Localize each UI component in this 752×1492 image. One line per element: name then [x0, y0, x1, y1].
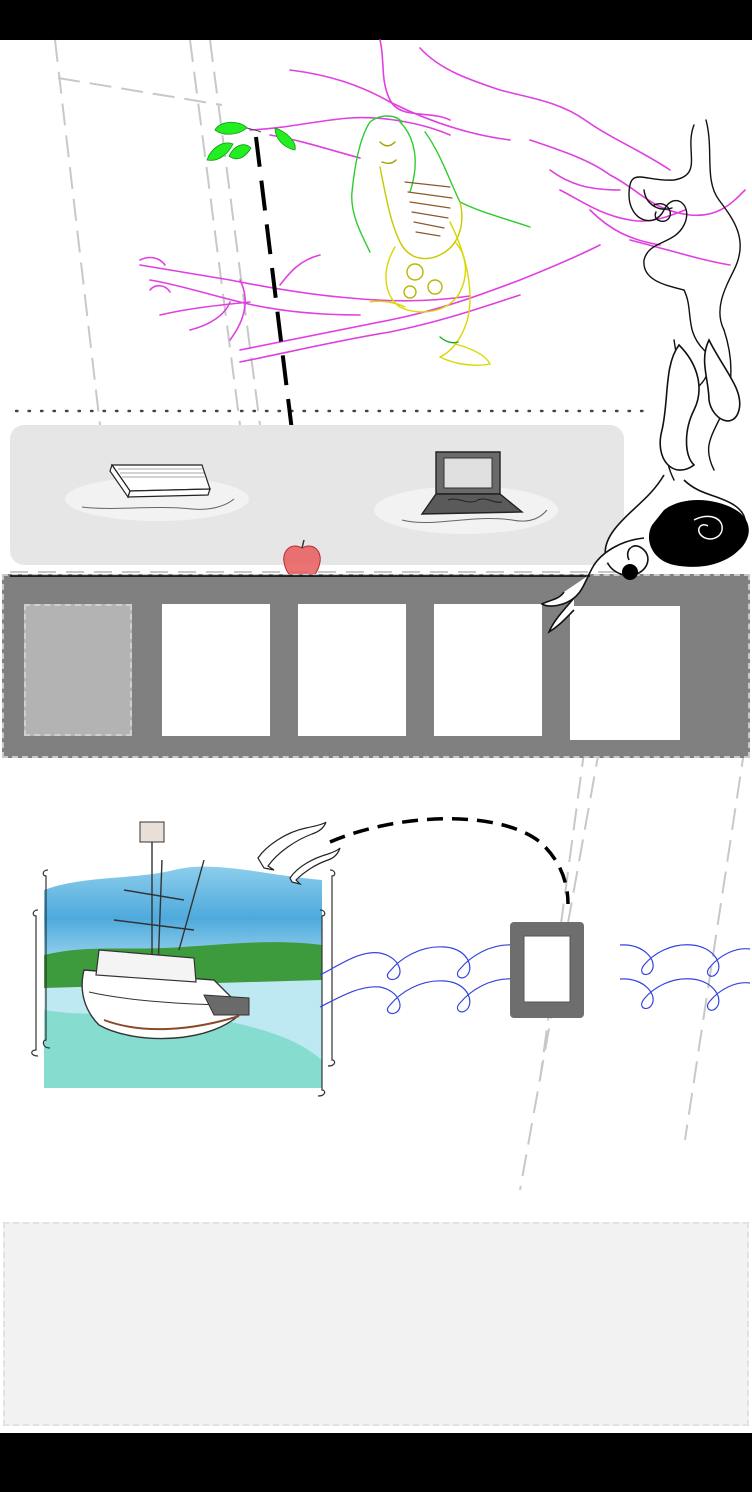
gallery-strip	[2, 574, 750, 758]
waves-illustration	[319, 944, 751, 1015]
gallery-thumbnail-4[interactable]	[434, 604, 542, 736]
gallery-thumbnail-1[interactable]	[24, 604, 132, 736]
gallery-thumbnail-3[interactable]	[298, 604, 406, 736]
tablet-icon[interactable]	[508, 920, 586, 1020]
desk-edge-line	[10, 575, 590, 577]
fishing-boat-painting[interactable]	[44, 820, 322, 1088]
swirl-vine-illustration	[540, 119, 749, 634]
dolphin-jump-arc	[329, 817, 570, 905]
tree-branches-illustration	[139, 39, 746, 363]
header-bar	[0, 0, 752, 40]
leaves-icon	[206, 121, 296, 161]
gallery-thumbnail-2[interactable]	[162, 604, 270, 736]
falling-apple-path	[254, 136, 308, 546]
painting-brackets	[31, 869, 336, 1097]
footer-bar	[0, 1433, 752, 1492]
gallery-thumbnail-5[interactable]	[570, 606, 680, 740]
girl-in-tree-illustration	[351, 115, 531, 366]
footer-panel	[3, 1222, 749, 1426]
dolphins-icon	[257, 821, 341, 886]
book-icon[interactable]	[62, 455, 252, 523]
laptop-icon[interactable]	[372, 448, 560, 536]
